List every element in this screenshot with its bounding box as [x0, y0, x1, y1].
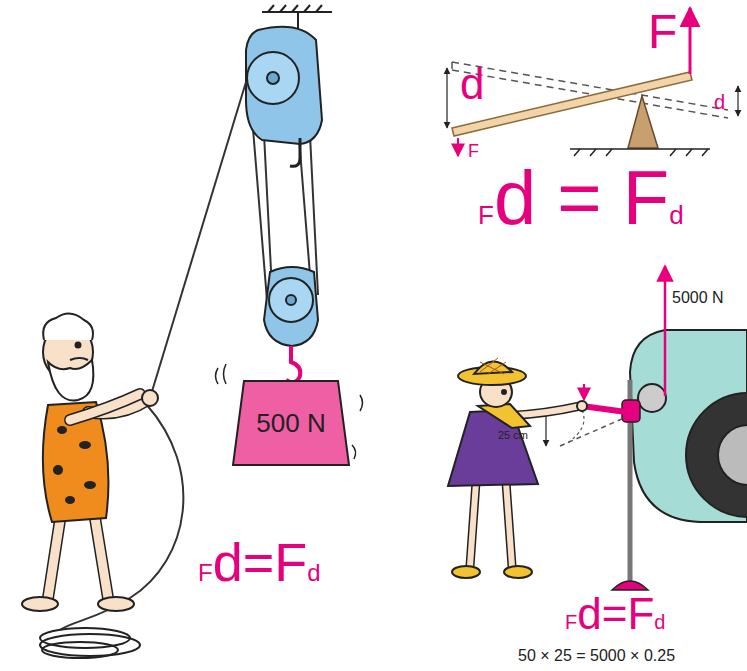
weight-block: 500 N [232, 380, 350, 466]
formula-glyph: F [478, 200, 494, 230]
formula-glyph: d [577, 589, 601, 638]
force-arrow [664, 266, 667, 396]
dimension: 25 cm [498, 430, 528, 441]
seesaw [447, 8, 738, 156]
distance-symbol: d [714, 92, 725, 112]
formula-glyph: F [623, 155, 669, 240]
ceiling [262, 5, 332, 30]
distance-symbol: d [460, 62, 484, 106]
weight-label: 500 N [256, 410, 325, 436]
formula: Fd=Fd [565, 592, 665, 636]
car [630, 330, 747, 522]
formula-glyph [602, 155, 623, 240]
formula-glyph [536, 155, 557, 240]
bottom-pulley [264, 267, 318, 382]
force-symbol: F [648, 8, 677, 56]
calculation: 50 × 25 = 5000 × 0.25 [518, 648, 675, 664]
formula-glyph: = [557, 155, 601, 240]
force-symbol: F [468, 142, 479, 160]
formula: Fd=Fd [198, 535, 321, 589]
formula-glyph: d [669, 200, 683, 230]
formula-glyph: d [213, 532, 243, 592]
formula-glyph: F [274, 532, 307, 592]
formula-glyph: d [654, 611, 665, 633]
formula-glyph: = [243, 532, 275, 592]
formula-glyph: F [627, 589, 654, 638]
formula-glyph: d [307, 559, 320, 586]
formula-glyph: = [602, 589, 628, 638]
formula-glyph: F [198, 559, 213, 586]
formula-glyph: F [565, 611, 577, 633]
formula-glyph: d [494, 155, 536, 240]
formula: Fd = Fd [478, 160, 684, 236]
top-pulley [246, 27, 322, 167]
caveman [22, 82, 246, 658]
girl [448, 358, 587, 578]
force-value: 5000 N [672, 290, 724, 306]
